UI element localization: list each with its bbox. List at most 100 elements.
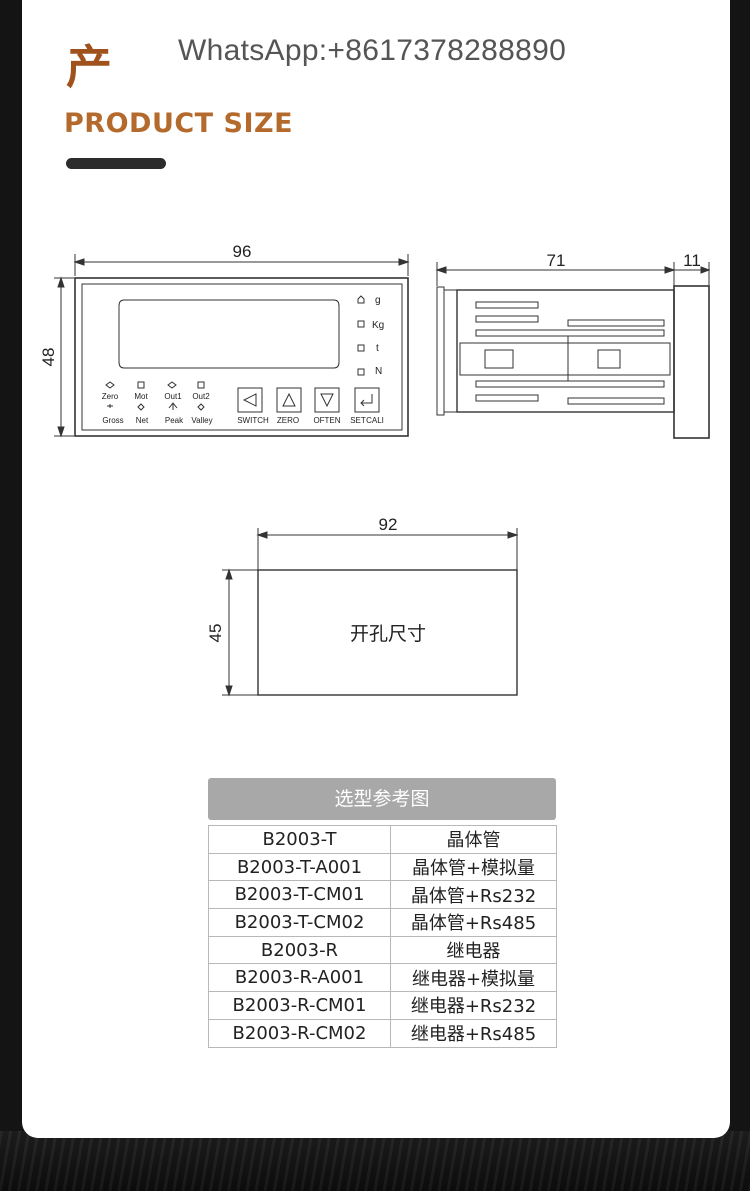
status-label-valley: Valley	[191, 416, 212, 425]
model-cell: B2003-R-A001	[208, 963, 391, 993]
cutout-view: 92 45 开孔尺寸	[206, 515, 519, 697]
section-title-en: PRODUCT SIZE	[64, 108, 294, 139]
front-panel-inner	[81, 283, 403, 431]
status-label-mot: Mot	[134, 392, 148, 401]
table-row: B2003-T-CM02 晶体管+Rs485	[208, 908, 557, 937]
side-rib	[475, 329, 665, 337]
status-led-peak-icon	[168, 402, 178, 410]
status-led-net-icon	[137, 403, 145, 411]
desc-cell: 继电器	[390, 935, 557, 965]
set-cali-key-button	[354, 387, 380, 413]
cutout-width-arrows	[256, 531, 519, 539]
unit-label-g: g	[375, 295, 381, 306]
side-bezel-label: 11	[683, 251, 701, 270]
side-depth-label: 71	[547, 251, 566, 270]
status-led-valley-icon	[197, 403, 205, 411]
status-label-zero: Zero	[102, 392, 119, 401]
desc-cell: 晶体管+Rs485	[390, 908, 557, 937]
model-cell: B2003-T-CM01	[208, 880, 391, 910]
unit-led-g-icon	[357, 295, 365, 304]
status-led-out1-icon	[167, 381, 177, 389]
key-label-often: OFTEN	[313, 416, 340, 425]
cutout-label: 开孔尺寸	[350, 623, 426, 645]
front-height-arrows	[57, 276, 65, 438]
status-led-out2-icon	[197, 381, 205, 389]
side-rear-terminal	[443, 289, 458, 413]
unit-label-t: t	[376, 343, 379, 354]
status-led-mot-icon	[137, 381, 145, 389]
cutout-height-label: 45	[206, 624, 225, 643]
background-texture	[0, 1131, 750, 1191]
status-label-peak: Peak	[165, 416, 184, 425]
key-label-switch: SWITCH	[237, 416, 269, 425]
desc-cell: 继电器+模拟量	[390, 963, 557, 993]
table-row: B2003-R 继电器	[208, 935, 557, 965]
up-arrow-icon	[282, 392, 296, 407]
desc-cell: 晶体管	[390, 825, 557, 854]
side-rear-plate	[436, 286, 445, 416]
side-bezel	[673, 285, 710, 439]
side-rib	[475, 394, 539, 402]
unit-led-n-icon	[357, 368, 365, 376]
often-key-button	[314, 387, 340, 413]
side-rib	[475, 301, 539, 309]
front-panel-outer	[74, 277, 409, 437]
status-label-out1: Out1	[164, 392, 182, 401]
side-rib	[475, 380, 665, 388]
status-led-zero-icon	[105, 381, 115, 389]
model-table-header: 选型参考图	[208, 778, 556, 820]
front-view: 96 48 g Kg t N Zero Mot Out1 Out2 G	[39, 242, 410, 438]
side-rib	[567, 397, 665, 405]
status-label-out2: Out2	[192, 392, 210, 401]
side-clip	[597, 349, 621, 369]
desc-cell: 继电器+Rs232	[390, 991, 557, 1020]
unit-led-kg-icon	[357, 320, 365, 328]
table-row: B2003-T-A001 晶体管+模拟量	[208, 852, 557, 882]
enter-arrow-icon	[360, 394, 373, 407]
desc-cell: 继电器+Rs485	[390, 1018, 557, 1048]
switch-key-button	[237, 387, 263, 413]
key-label-set: SET	[350, 416, 366, 425]
side-view: 71 11	[435, 251, 711, 439]
desc-cell: 晶体管+模拟量	[390, 852, 557, 882]
model-cell: B2003-T-CM02	[208, 908, 391, 937]
front-width-label: 96	[233, 242, 252, 261]
side-rib	[475, 315, 539, 323]
side-rib	[567, 319, 665, 327]
model-cell: B2003-T-A001	[208, 852, 391, 882]
table-row: B2003-R-CM01 继电器+Rs232	[208, 991, 557, 1020]
table-row: B2003-R-CM02 继电器+Rs485	[208, 1018, 557, 1048]
model-cell: B2003-R-CM01	[208, 991, 391, 1020]
side-bezel-arrow	[700, 266, 711, 274]
zero-key-button	[276, 387, 302, 413]
key-label-cali: CALI	[366, 416, 384, 425]
left-arrow-icon	[242, 393, 257, 407]
front-height-label: 48	[39, 348, 58, 367]
model-cell: B2003-R	[208, 935, 391, 965]
status-label-net: Net	[136, 416, 149, 425]
down-arrow-icon	[320, 393, 334, 408]
side-clip-channel	[459, 342, 671, 376]
unit-label-kg: Kg	[372, 320, 384, 331]
lcd-window	[118, 299, 340, 369]
status-label-gross: Gross	[102, 416, 123, 425]
side-depth-arrows	[435, 266, 676, 274]
cutout-height-arrows	[225, 568, 233, 697]
cutout-width-label: 92	[379, 515, 398, 534]
cutout-rect	[257, 569, 518, 696]
model-cell: B2003-T	[208, 825, 391, 854]
table-row: B2003-T 晶体管	[208, 825, 557, 854]
key-label-zero: ZERO	[277, 416, 299, 425]
front-width-arrows	[73, 258, 410, 266]
table-row: B2003-T-CM01 晶体管+Rs232	[208, 880, 557, 910]
model-cell: B2003-R-CM02	[208, 1018, 391, 1048]
side-clip	[484, 349, 514, 369]
unit-label-n: N	[375, 366, 382, 377]
whatsapp-watermark: WhatsApp:+8617378288890	[178, 34, 567, 67]
model-table: B2003-T 晶体管 B2003-T-A001 晶体管+模拟量 B2003-T…	[208, 825, 557, 1048]
title-underline-bar	[66, 158, 166, 169]
section-title-cn: 产	[66, 40, 112, 94]
table-row: B2003-R-A001 继电器+模拟量	[208, 963, 557, 993]
desc-cell: 晶体管+Rs232	[390, 880, 557, 910]
